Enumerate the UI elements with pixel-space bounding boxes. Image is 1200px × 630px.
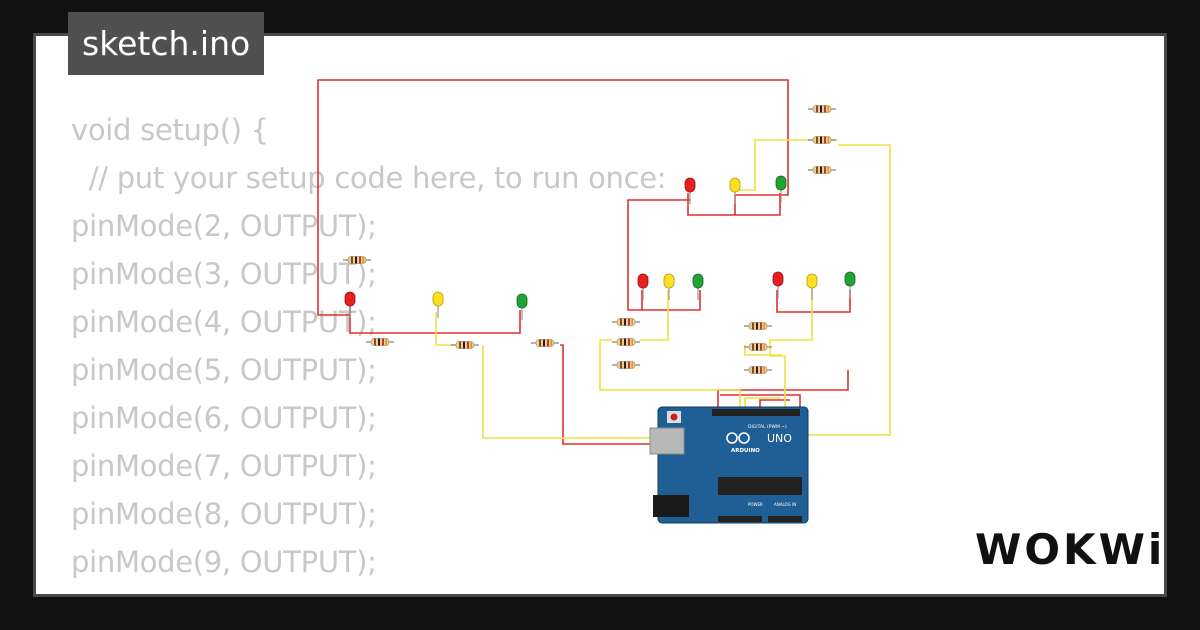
led-yellow-icon xyxy=(806,273,818,300)
code-editor: void setup() { // put your setup code he… xyxy=(71,106,667,594)
led-yellow-icon xyxy=(729,177,741,204)
digital-header-label: DIGITAL (PWM ~) xyxy=(748,424,787,430)
arduino-uno-board[interactable]: ARDUINO UNO DIGITAL (PWM ~) POWER ANALOG… xyxy=(649,406,809,524)
led-red-icon xyxy=(684,177,696,204)
power-jack-icon xyxy=(653,495,689,517)
led-green-icon xyxy=(775,175,787,202)
code-line: pinMode(8, OUTPUT); xyxy=(71,497,377,531)
board-model-label: UNO xyxy=(767,432,792,445)
digital-header-icon xyxy=(712,409,800,416)
analog-label: ANALOG IN xyxy=(774,502,796,507)
code-line: pinMode(7, OUTPUT); xyxy=(71,449,377,483)
red-wires xyxy=(317,79,851,445)
yellow-wires xyxy=(435,139,891,439)
led-green-icon xyxy=(844,271,856,298)
preview-card: void setup() { // put your setup code he… xyxy=(33,33,1167,597)
code-line: pinMode(5, OUTPUT); xyxy=(71,353,377,387)
led-yellow-icon xyxy=(663,273,675,300)
analog-header-icon xyxy=(768,516,802,522)
code-line: pinMode(9, OUTPUT); xyxy=(71,545,377,579)
code-line: // put your setup code here, to run once… xyxy=(71,161,667,195)
led-green-icon xyxy=(516,293,528,320)
led-red-icon xyxy=(344,291,356,318)
wokwi-logo: WOKWi xyxy=(975,525,1166,574)
microcontroller-chip-icon xyxy=(718,477,802,495)
led-red-icon xyxy=(772,271,784,298)
power-header-icon xyxy=(718,516,762,522)
code-line: pinMode(2, OUTPUT); xyxy=(71,209,377,243)
usb-port-icon xyxy=(649,427,685,455)
led-red-icon xyxy=(637,273,649,300)
file-name-tab[interactable]: sketch.ino xyxy=(68,12,265,75)
leds xyxy=(344,175,856,320)
code-line: pinMode(3, OUTPUT); xyxy=(71,257,377,291)
code-line: pinMode(6, OUTPUT); xyxy=(71,401,377,435)
board-brand-label: ARDUINO xyxy=(731,448,760,454)
led-yellow-icon xyxy=(432,291,444,318)
power-label: POWER xyxy=(748,502,763,507)
led-green-icon xyxy=(692,273,704,300)
code-line: void setup() { xyxy=(71,113,269,147)
code-line: pinMode(10, OUTPUT); xyxy=(71,586,666,594)
